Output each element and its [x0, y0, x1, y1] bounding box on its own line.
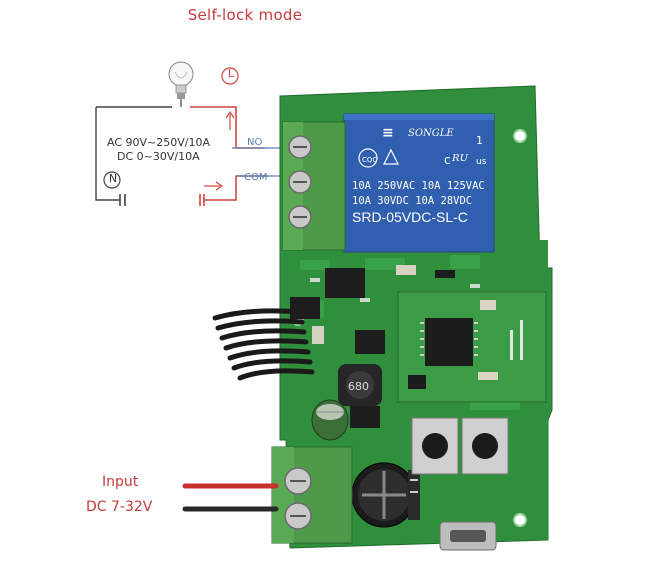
supply-line-1: AC 90V~250V/10A: [107, 136, 210, 149]
inductor-mark: 680: [348, 380, 369, 393]
relay-rating-1: 10A 250VAC 10A 125VAC: [352, 180, 485, 192]
relay-pin-mark: 1: [476, 134, 483, 147]
live-terminal-icon: [221, 67, 239, 85]
terminal-com-label: COM: [244, 172, 268, 183]
input-voltage-label: DC 7-32V: [86, 499, 153, 515]
output-terminal-block: [282, 121, 346, 251]
bulb-icon: [168, 61, 194, 107]
relay-model: SRD-05VDC-SL-C: [352, 209, 468, 225]
wiring-diagram: [95, 106, 285, 206]
input-label: Input: [102, 474, 139, 490]
pcb-chips: [290, 265, 455, 428]
relay-rating-2: 10A 30VDC 10A 28VDC: [352, 195, 472, 207]
terminal-no-label: NO: [247, 137, 263, 148]
svg-text:ᴿᵁ: ᴿᵁ: [451, 151, 469, 170]
input-terminal-block: [271, 446, 353, 544]
neutral-symbol-label: N: [108, 172, 118, 185]
neutral-terminal-icon: [103, 171, 121, 189]
input-wires: [182, 483, 279, 512]
relay-brand: SONGLE: [408, 128, 454, 139]
rf-module: [397, 291, 547, 403]
svg-text:us: us: [476, 157, 487, 167]
small-capacitor: [311, 399, 349, 441]
micro-usb-port: [439, 521, 497, 551]
svg-text:CQC: CQC: [362, 156, 377, 164]
svg-text:c: c: [444, 153, 451, 167]
live-symbol-label: L: [227, 67, 235, 80]
large-capacitor: [351, 462, 420, 528]
supply-line-2: DC 0~30V/10A: [117, 150, 200, 163]
svg-text:≡: ≡: [382, 125, 394, 141]
diagram-title: Self-lock mode: [187, 6, 303, 24]
relay: ≡ SONGLE 1 CQC c ᴿᵁ us 10A 250VAC 10A 12…: [343, 113, 495, 253]
push-buttons: [411, 417, 509, 475]
inductor: 680: [338, 364, 382, 406]
